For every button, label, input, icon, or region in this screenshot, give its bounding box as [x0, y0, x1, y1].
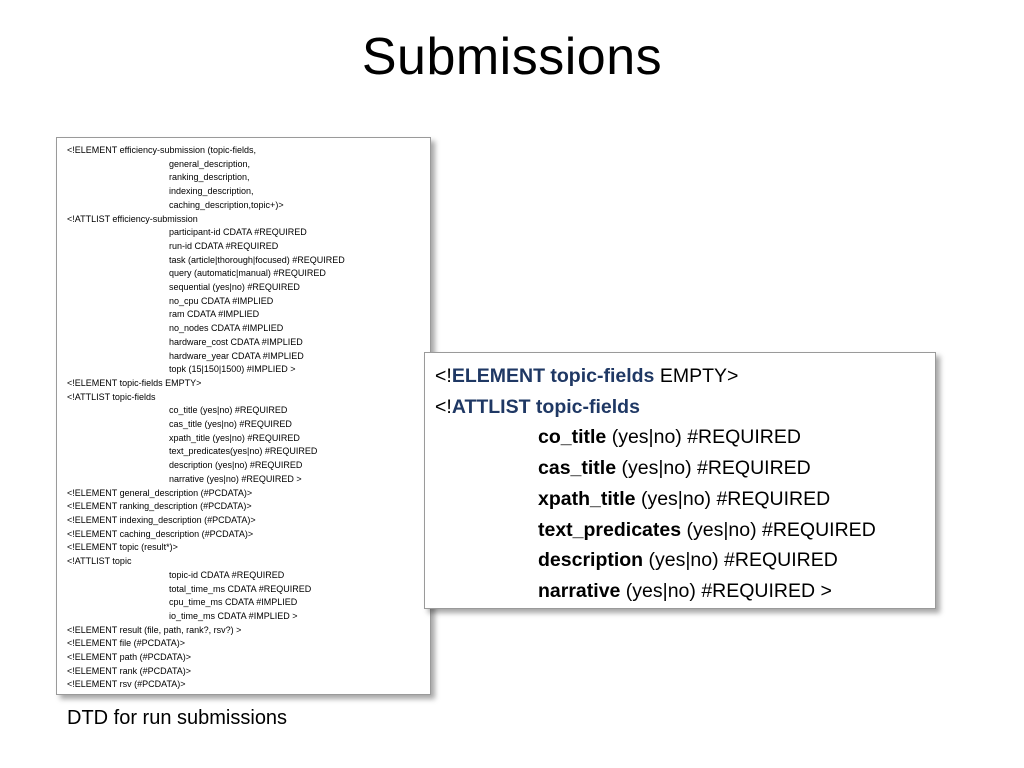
- attribute-definition: (yes|no) #REQUIRED: [635, 487, 831, 510]
- dtd-line: no_cpu CDATA #IMPLIED: [169, 295, 274, 306]
- dtd-line: hardware_cost CDATA #IMPLIED: [169, 336, 303, 347]
- attribute-name: text_predicates: [538, 518, 682, 541]
- element-keyword: ELEMENT topic-fields: [451, 365, 655, 387]
- dtd-line: <!ELEMENT rsv (#PCDATA)>: [67, 679, 186, 690]
- dtd-line: <!ELEMENT file (#PCDATA)>: [67, 638, 186, 649]
- zoom-attribute-line: narrative (yes|no) #REQUIRED >: [435, 576, 935, 607]
- dtd-line: <!ELEMENT result (file, path, rank?, rsv…: [67, 624, 242, 635]
- dtd-line: no_nodes CDATA #IMPLIED: [169, 323, 284, 334]
- attribute-definition: (yes|no) #REQUIRED: [643, 549, 838, 572]
- zoom-attribute-line: description (yes|no) #REQUIRED: [435, 545, 935, 576]
- zoom-attribute-line: co_title (yes|no) #REQUIRED: [435, 422, 935, 453]
- dtd-line: xpath_title (yes|no) #REQUIRED: [169, 432, 300, 443]
- attribute-name: narrative: [538, 579, 621, 602]
- zoom-attribute-line: text_predicates (yes|no) #REQUIRED: [435, 515, 935, 546]
- dtd-line: io_time_ms CDATA #IMPLIED >: [169, 610, 298, 621]
- dtd-line: <!ELEMENT topic (result*)>: [67, 542, 178, 553]
- dtd-line: narrative (yes|no) #REQUIRED >: [169, 473, 302, 484]
- dtd-line: sequential (yes|no) #REQUIRED: [169, 282, 300, 293]
- dtd-line: cas_title (yes|no) #REQUIRED: [169, 419, 292, 430]
- element-prefix: <!: [435, 365, 452, 387]
- dtd-line: <!ELEMENT topic-fields EMPTY>: [67, 377, 202, 388]
- dtd-line: total_time_ms CDATA #REQUIRED: [169, 583, 312, 594]
- dtd-line: ranking_description,: [169, 172, 250, 183]
- dtd-line: <!ELEMENT ranking_description (#PCDATA)>: [67, 501, 252, 512]
- attribute-name: description: [538, 549, 644, 572]
- dtd-line: co_title (yes|no) #REQUIRED: [169, 405, 288, 416]
- dtd-line: general_description,: [169, 158, 251, 169]
- dtd-line: ram CDATA #IMPLIED: [169, 309, 260, 320]
- dtd-line: hardware_year CDATA #IMPLIED: [169, 350, 304, 361]
- dtd-caption: DTD for run submissions: [67, 707, 288, 729]
- attribute-name: xpath_title: [538, 487, 636, 510]
- dtd-line: <!ELEMENT general_description (#PCDATA)>: [67, 487, 253, 498]
- dtd-line: topk (15|150|1500) #IMPLIED >: [169, 364, 296, 375]
- element-suffix: EMPTY>: [654, 365, 739, 387]
- zoom-attribute-line: xpath_title (yes|no) #REQUIRED: [435, 484, 935, 515]
- attribute-name: cas_title: [538, 457, 617, 480]
- dtd-line: <!ELEMENT indexing_description (#PCDATA)…: [67, 514, 256, 525]
- dtd-line: query (automatic|manual) #REQUIRED: [169, 268, 326, 279]
- dtd-line: task (article|thorough|focused) #REQUIRE…: [169, 254, 345, 265]
- dtd-line: cpu_time_ms CDATA #IMPLIED: [169, 597, 298, 608]
- attlist-prefix: <!: [435, 395, 452, 418]
- attribute-definition: (yes|no) #REQUIRED: [681, 518, 876, 541]
- slide-title: Submissions: [361, 28, 663, 86]
- dtd-line: <!ELEMENT efficiency-submission (topic-f…: [67, 145, 256, 155]
- dtd-line: description (yes|no) #REQUIRED: [169, 460, 303, 471]
- dtd-line: run-id CDATA #REQUIRED: [169, 240, 279, 251]
- attribute-definition: (yes|no) #REQUIRED: [606, 426, 801, 449]
- dtd-line: participant-id CDATA #REQUIRED: [169, 227, 307, 238]
- attribute-name: co_title: [538, 426, 607, 449]
- dtd-line: topic-id CDATA #REQUIRED: [169, 569, 285, 580]
- dtd-line: <!ELEMENT caching_description (#PCDATA)>: [67, 528, 254, 539]
- dtd-line: <!ATTLIST topic-fields: [67, 391, 156, 402]
- zoom-attlist-line: <!ATTLIST topic-fields: [435, 392, 935, 423]
- dtd-line: <!ATTLIST efficiency-submission: [67, 213, 198, 224]
- attribute-definition: (yes|no) #REQUIRED >: [620, 579, 832, 602]
- dtd-line: text_predicates(yes|no) #REQUIRED: [169, 446, 318, 457]
- dtd-line: <!ELEMENT rank (#PCDATA)>: [67, 665, 192, 676]
- dtd-line: indexing_description,: [169, 186, 254, 197]
- zoom-element-line: <!ELEMENT topic-fields EMPTY>: [435, 361, 935, 392]
- topic-fields-zoom-box: <!ELEMENT topic-fields EMPTY> <!ATTLIST …: [424, 352, 936, 609]
- attribute-definition: (yes|no) #REQUIRED: [616, 457, 811, 480]
- dtd-listing-box: <!ELEMENT efficiency-submission (topic-f…: [56, 137, 431, 695]
- attlist-keyword: ATTLIST topic-fields: [451, 395, 640, 418]
- dtd-line: <!ATTLIST topic: [67, 556, 132, 567]
- dtd-line: <!ELEMENT path (#PCDATA)>: [67, 652, 192, 663]
- dtd-line: caching_description,topic+)>: [169, 199, 284, 210]
- zoom-attribute-line: cas_title (yes|no) #REQUIRED: [435, 453, 935, 484]
